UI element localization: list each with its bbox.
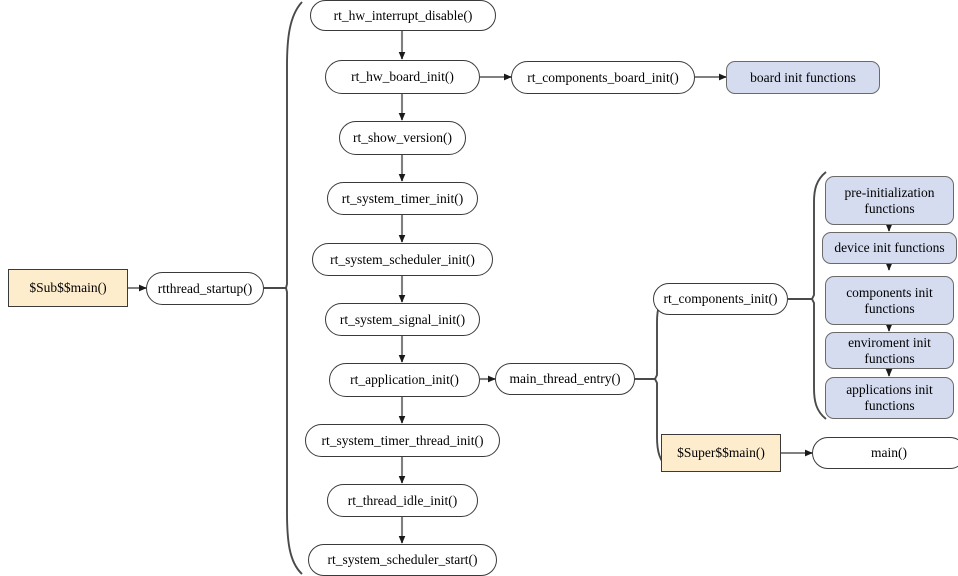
node-sub-main[interactable]: $Sub$$main() [8,269,128,307]
node-rt-system-timer-thread-init-label: rt_system_timer_thread_init() [321,432,484,448]
node-components-init-functions[interactable]: components init functions [825,276,954,325]
node-main[interactable]: main() [812,437,958,469]
node-pre-initialization-functions-label: pre-initialization functions [844,184,935,216]
node-super-main[interactable]: $Super$$main() [661,434,781,472]
node-pre-initialization-functions[interactable]: pre-initialization functions [825,176,954,225]
node-board-init-functions-label: board init functions [750,69,856,85]
node-enviroment-init-functions[interactable]: enviroment init functions [825,332,954,369]
node-super-main-label: $Super$$main() [677,445,765,461]
node-rt-hw-interrupt-disable-label: rt_hw_interrupt_disable() [333,7,473,23]
node-rt-hw-board-init-label: rt_hw_board_init() [351,69,454,85]
node-applications-init-functions[interactable]: applications init functions [825,377,954,419]
node-rtthread-startup[interactable]: rtthread_startup() [146,272,264,305]
brace-components-init [810,171,827,420]
node-rt-system-timer-init-label: rt_system_timer_init() [341,190,464,206]
node-rt-system-timer-thread-init[interactable]: rt_system_timer_thread_init() [305,424,500,457]
node-sub-main-label: $Sub$$main() [29,280,107,296]
node-rt-application-init-label: rt_application_init() [350,372,459,388]
node-rt-components-board-init[interactable]: rt_components_board_init() [511,61,695,94]
node-rt-system-timer-init[interactable]: rt_system_timer_init() [327,182,478,215]
node-rt-hw-interrupt-disable[interactable]: rt_hw_interrupt_disable() [310,0,496,31]
node-rt-system-scheduler-init-label: rt_system_scheduler_init() [330,251,475,267]
node-enviroment-init-functions-label: enviroment init functions [848,334,931,366]
node-rt-components-board-init-label: rt_components_board_init() [527,69,679,85]
node-components-init-functions-label: components init functions [846,284,933,316]
node-rt-system-signal-init[interactable]: rt_system_signal_init() [325,303,480,336]
node-device-init-functions-label: device init functions [834,240,945,256]
node-rt-show-version[interactable]: rt_show_version() [339,121,466,155]
node-device-init-functions[interactable]: device init functions [822,232,957,264]
brace-startup-chain [285,1,303,575]
node-board-init-functions[interactable]: board init functions [726,61,880,94]
node-rtthread-startup-label: rtthread_startup() [157,280,253,296]
node-rt-system-signal-init-label: rt_system_signal_init() [339,311,466,327]
node-rt-thread-idle-init[interactable]: rt_thread_idle_init() [327,484,478,517]
node-rt-components-init-label: rt_components_init() [663,291,778,307]
node-rt-hw-board-init[interactable]: rt_hw_board_init() [325,60,480,94]
node-rt-system-scheduler-start-label: rt_system_scheduler_start() [327,552,478,568]
node-rt-system-scheduler-start[interactable]: rt_system_scheduler_start() [308,544,497,576]
node-main-label: main() [871,445,907,461]
node-rt-show-version-label: rt_show_version() [353,130,452,146]
node-main-thread-entry-label: main_thread_entry() [509,371,621,387]
node-rt-system-scheduler-init[interactable]: rt_system_scheduler_init() [312,243,493,276]
node-rt-thread-idle-init-label: rt_thread_idle_init() [347,492,458,508]
node-main-thread-entry[interactable]: main_thread_entry() [495,363,635,395]
node-rt-components-init[interactable]: rt_components_init() [653,283,788,315]
node-applications-init-functions-label: applications init functions [846,382,933,413]
node-rt-application-init[interactable]: rt_application_init() [329,363,480,397]
